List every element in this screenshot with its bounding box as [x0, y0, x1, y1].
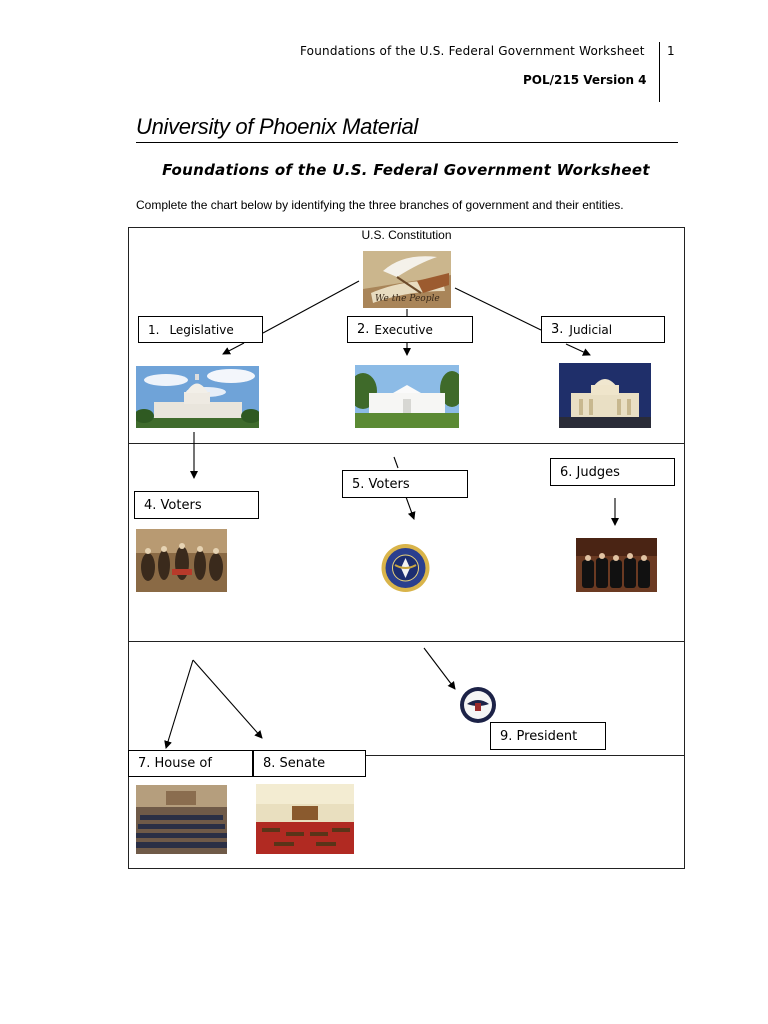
box-legislative-label: Legislative	[169, 322, 234, 337]
vice-president-seal-icon	[459, 686, 497, 724]
presidential-seal-icon	[380, 543, 431, 593]
box-executive[interactable]: 2. Executive	[347, 316, 473, 343]
box-house-7[interactable]: 7. House of	[128, 750, 253, 777]
header-title: Foundations of the U.S. Federal Governme…	[300, 44, 645, 58]
svg-text:We the People: We the People	[375, 294, 440, 304]
arrow-from-voters-5	[405, 496, 416, 520]
line-constitution-to-legislative	[262, 280, 360, 334]
box-legislative[interactable]: 1. Legislative	[138, 316, 263, 343]
page-number: 1	[667, 44, 675, 58]
header-divider	[659, 42, 660, 102]
arrow-judicial	[565, 343, 591, 356]
white-house-image	[355, 365, 459, 428]
title-rule	[136, 142, 678, 143]
capitol-image	[136, 366, 259, 428]
constitution-image: We the People	[363, 251, 451, 308]
senate-chamber-image	[256, 784, 354, 854]
row-divider-3	[128, 755, 685, 756]
arrow-to-president-seal	[423, 647, 456, 690]
row-divider-1	[128, 443, 685, 444]
arrow-to-house	[164, 659, 194, 749]
box-executive-number: 2.	[357, 322, 370, 337]
university-title: University of Phoenix Material	[136, 114, 419, 139]
line-constitution-to-judicial	[454, 287, 542, 331]
box-judicial-number: 3.	[551, 322, 564, 337]
supreme-court-image	[559, 363, 651, 428]
box-voters-4[interactable]: 4. Voters	[134, 491, 259, 519]
document-title: Foundations of the U.S. Federal Governme…	[162, 161, 650, 179]
arrow-legislative	[222, 342, 245, 355]
box-voters-5[interactable]: 5. Voters	[342, 470, 468, 498]
box-judicial[interactable]: 3. Judicial	[541, 316, 665, 343]
box-executive-label: Executive	[374, 322, 433, 337]
box-judges-6[interactable]: 6. Judges	[550, 458, 675, 486]
justices-image	[576, 538, 657, 592]
row-divider-2	[128, 641, 685, 642]
box-senate-8[interactable]: 8. Senate	[253, 750, 366, 777]
arrow-to-senate	[192, 659, 263, 739]
course-code: POL/215 Version 4	[523, 73, 647, 87]
box-legislative-number: 1.	[148, 322, 160, 337]
branches-chart	[128, 227, 685, 869]
house-chamber-image	[136, 785, 227, 854]
line-to-voters-5	[393, 456, 399, 469]
constitution-label: U.S. Constitution	[361, 228, 452, 242]
founders-painting-image	[136, 529, 227, 592]
box-president-9[interactable]: 9. President	[490, 722, 606, 750]
instructions: Complete the chart below by identifying …	[136, 198, 624, 212]
box-judicial-label: Judicial	[569, 322, 613, 337]
